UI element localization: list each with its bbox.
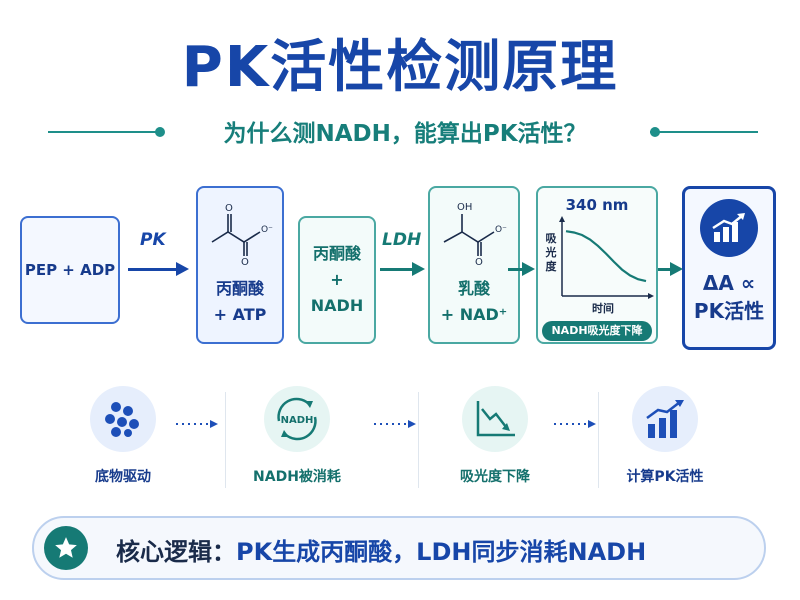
pyruvate-structure-icon: O O O⁻ — [211, 203, 273, 266]
pyruvate-label: 丙酮酸 — [215, 279, 264, 298]
pk-activity-label: PK活性 — [693, 299, 765, 323]
chart-title: 340 nm — [565, 196, 629, 214]
lactate-oh-label: OH — [457, 202, 472, 213]
absorbance-series-line — [565, 230, 647, 283]
core-logic-content: PK生成丙酮酸，LDH同步消耗NADH — [236, 538, 647, 566]
pk-enzyme-label: PK — [140, 230, 166, 250]
nad-label: + NAD⁺ — [440, 305, 508, 324]
pyruvate-o2-label: O — [241, 257, 249, 266]
pyruvate-label-2: 丙酮酸 — [312, 244, 361, 263]
core-logic-banner: 核心逻辑：PK生成丙酮酸，LDH同步消耗NADH — [32, 516, 766, 580]
lactate-nad-box: OH O O⁻ 乳酸 + NAD⁺ — [428, 186, 520, 344]
plus-sign: + — [330, 270, 344, 289]
chart-ylabel: 吸光度 — [545, 232, 557, 273]
atp-label: + ATP — [213, 305, 267, 324]
nadh-label: NADH — [310, 296, 364, 315]
pk-arrow — [128, 262, 190, 277]
nadh-badge-label: NADH — [281, 415, 314, 426]
dotted-arrow-icon — [374, 420, 416, 428]
subtitle-dot-left — [155, 127, 165, 137]
lactate-o-label: O — [475, 257, 483, 266]
growth-chart-icon — [700, 199, 758, 257]
result-box: ΔA ∝ PK活性 — [682, 186, 776, 350]
step-label: 底物驱动 — [95, 469, 151, 485]
step-calc-pk-activity: 计算PK活性 — [600, 386, 730, 486]
substrate-label: PEP + ADP — [24, 261, 116, 279]
pyruvate-ominus-label: O⁻ — [261, 225, 273, 235]
decline-chart-icon — [462, 386, 528, 452]
lactate-ominus-label: O⁻ — [495, 225, 507, 235]
lactate-structure-icon: OH O O⁻ — [443, 202, 507, 266]
divider — [418, 392, 419, 488]
step-absorbance-decline: 吸光度下降 — [430, 386, 560, 486]
step-label: 吸光度下降 — [460, 469, 530, 485]
delta-a-label: ΔA ∝ — [702, 271, 756, 295]
bar-chart-up-icon — [632, 386, 698, 452]
divider — [598, 392, 599, 488]
chart-arrow — [508, 262, 536, 277]
step-label: NADH被消耗 — [253, 469, 341, 485]
page-title: PK活性检测原理 — [181, 35, 619, 100]
pyruvate-atp-box: O O O⁻ 丙酮酸 + ATP — [196, 186, 284, 344]
core-logic-text: 核心逻辑：PK生成丙酮酸，LDH同步消耗NADH — [116, 532, 646, 567]
pyruvate-nadh-box: 丙酮酸 + NADH — [298, 216, 376, 344]
absorbance-chart — [559, 216, 654, 299]
nadh-decline-badge: NADH吸光度下降 — [542, 321, 652, 341]
subtitle-rule-left — [48, 131, 163, 133]
absorbance-chart-box: 340 nm 吸光度 时间 NADH吸光度下降 — [536, 186, 658, 344]
step-label: 计算PK活性 — [626, 469, 704, 485]
dotted-arrow-icon — [176, 420, 218, 428]
subtitle-rule-right — [650, 131, 758, 133]
divider — [225, 392, 226, 488]
molecule-dots-icon — [90, 386, 156, 452]
nadh-cycle-icon: NADH — [264, 386, 330, 452]
chart-xlabel: 时间 — [592, 302, 614, 315]
lactate-label: 乳酸 — [457, 279, 490, 298]
pyruvate-o-label: O — [225, 203, 233, 214]
result-arrow — [658, 262, 684, 277]
core-logic-prefix: 核心逻辑： — [116, 538, 236, 566]
star-icon — [44, 526, 88, 570]
step-nadh-consumed: NADH NADH被消耗 — [232, 386, 362, 486]
step-substrate-drive: 底物驱动 — [58, 386, 188, 486]
dotted-arrow-icon — [554, 420, 596, 428]
ldh-enzyme-label: LDH — [382, 230, 422, 250]
ldh-arrow — [380, 262, 426, 277]
subtitle: 为什么测NADH，能算出PK活性？ — [223, 121, 587, 147]
subtitle-row: 为什么测NADH，能算出PK活性？ — [0, 114, 800, 148]
substrate-box: PEP + ADP — [20, 216, 120, 324]
